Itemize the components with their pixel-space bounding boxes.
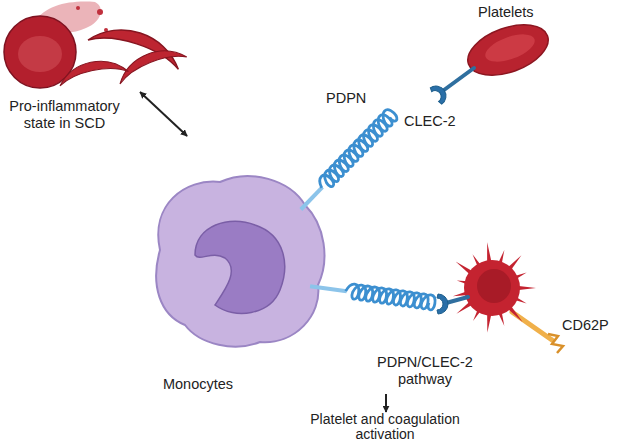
clec2-stem [444, 68, 474, 90]
node-text: Platelets [478, 4, 558, 21]
splash-dot [76, 6, 80, 10]
monocyte-nucleus [195, 221, 285, 313]
pdpn-coil [345, 283, 436, 310]
receptor-label: PDPN [326, 90, 376, 107]
node-text: PDPN/CLEC-2 pathway [375, 354, 475, 388]
pdpn-coil [316, 107, 399, 192]
clec2-receptor [437, 294, 448, 314]
rbc-center [18, 36, 62, 72]
platelet-highlight [482, 29, 538, 67]
pdpn-stem [301, 187, 323, 209]
sickle-cell-shape [114, 41, 187, 84]
pathway-label-box: PDPN/CLEC-2 pathway [375, 350, 475, 394]
node-text: Monocytes [158, 376, 238, 393]
platelet-spikes [452, 242, 536, 334]
platelet-disc [461, 15, 555, 85]
monocyte-body [156, 176, 324, 346]
clec2-stem [446, 297, 468, 303]
resting-platelet [429, 15, 555, 105]
rbc-cluster [4, 2, 187, 88]
sickle-cell-shape [57, 55, 129, 86]
resting-platelet-group: PlateletsCLEC-2 [400, 0, 560, 140]
outcome-label-box: Platelet and coagulation activation [285, 412, 485, 443]
clec2-receptor [429, 82, 449, 105]
pdpn-receptor [309, 278, 436, 310]
connector-arrow [140, 92, 187, 136]
activated-platelet-group: CD62P [440, 245, 618, 350]
pdpn-receptor [295, 107, 399, 214]
node-text: Platelet and coagulation activation [285, 412, 485, 442]
cd62p-tip [548, 334, 563, 353]
activated-platelet [437, 242, 563, 353]
connector-arrow [385, 394, 387, 412]
rbc-group: Pro-inflammatory state in SCD [0, 0, 190, 92]
clec2-cup [437, 294, 448, 314]
monocyte-cell: Monocytes [150, 136, 330, 395]
monocyte [156, 176, 324, 346]
platelet-center [477, 269, 511, 303]
clec2-cup [429, 82, 449, 105]
splash-dot [97, 9, 103, 15]
node-text: CD62P [562, 317, 618, 334]
sickle-cell [114, 41, 187, 84]
node-text: CLEC-2 [404, 113, 474, 130]
node-text: Pro-inflammatory state in SCD [2, 98, 127, 132]
sickle-cell [57, 55, 129, 86]
platelet-core [464, 260, 520, 316]
pdpn-stem [310, 286, 347, 291]
